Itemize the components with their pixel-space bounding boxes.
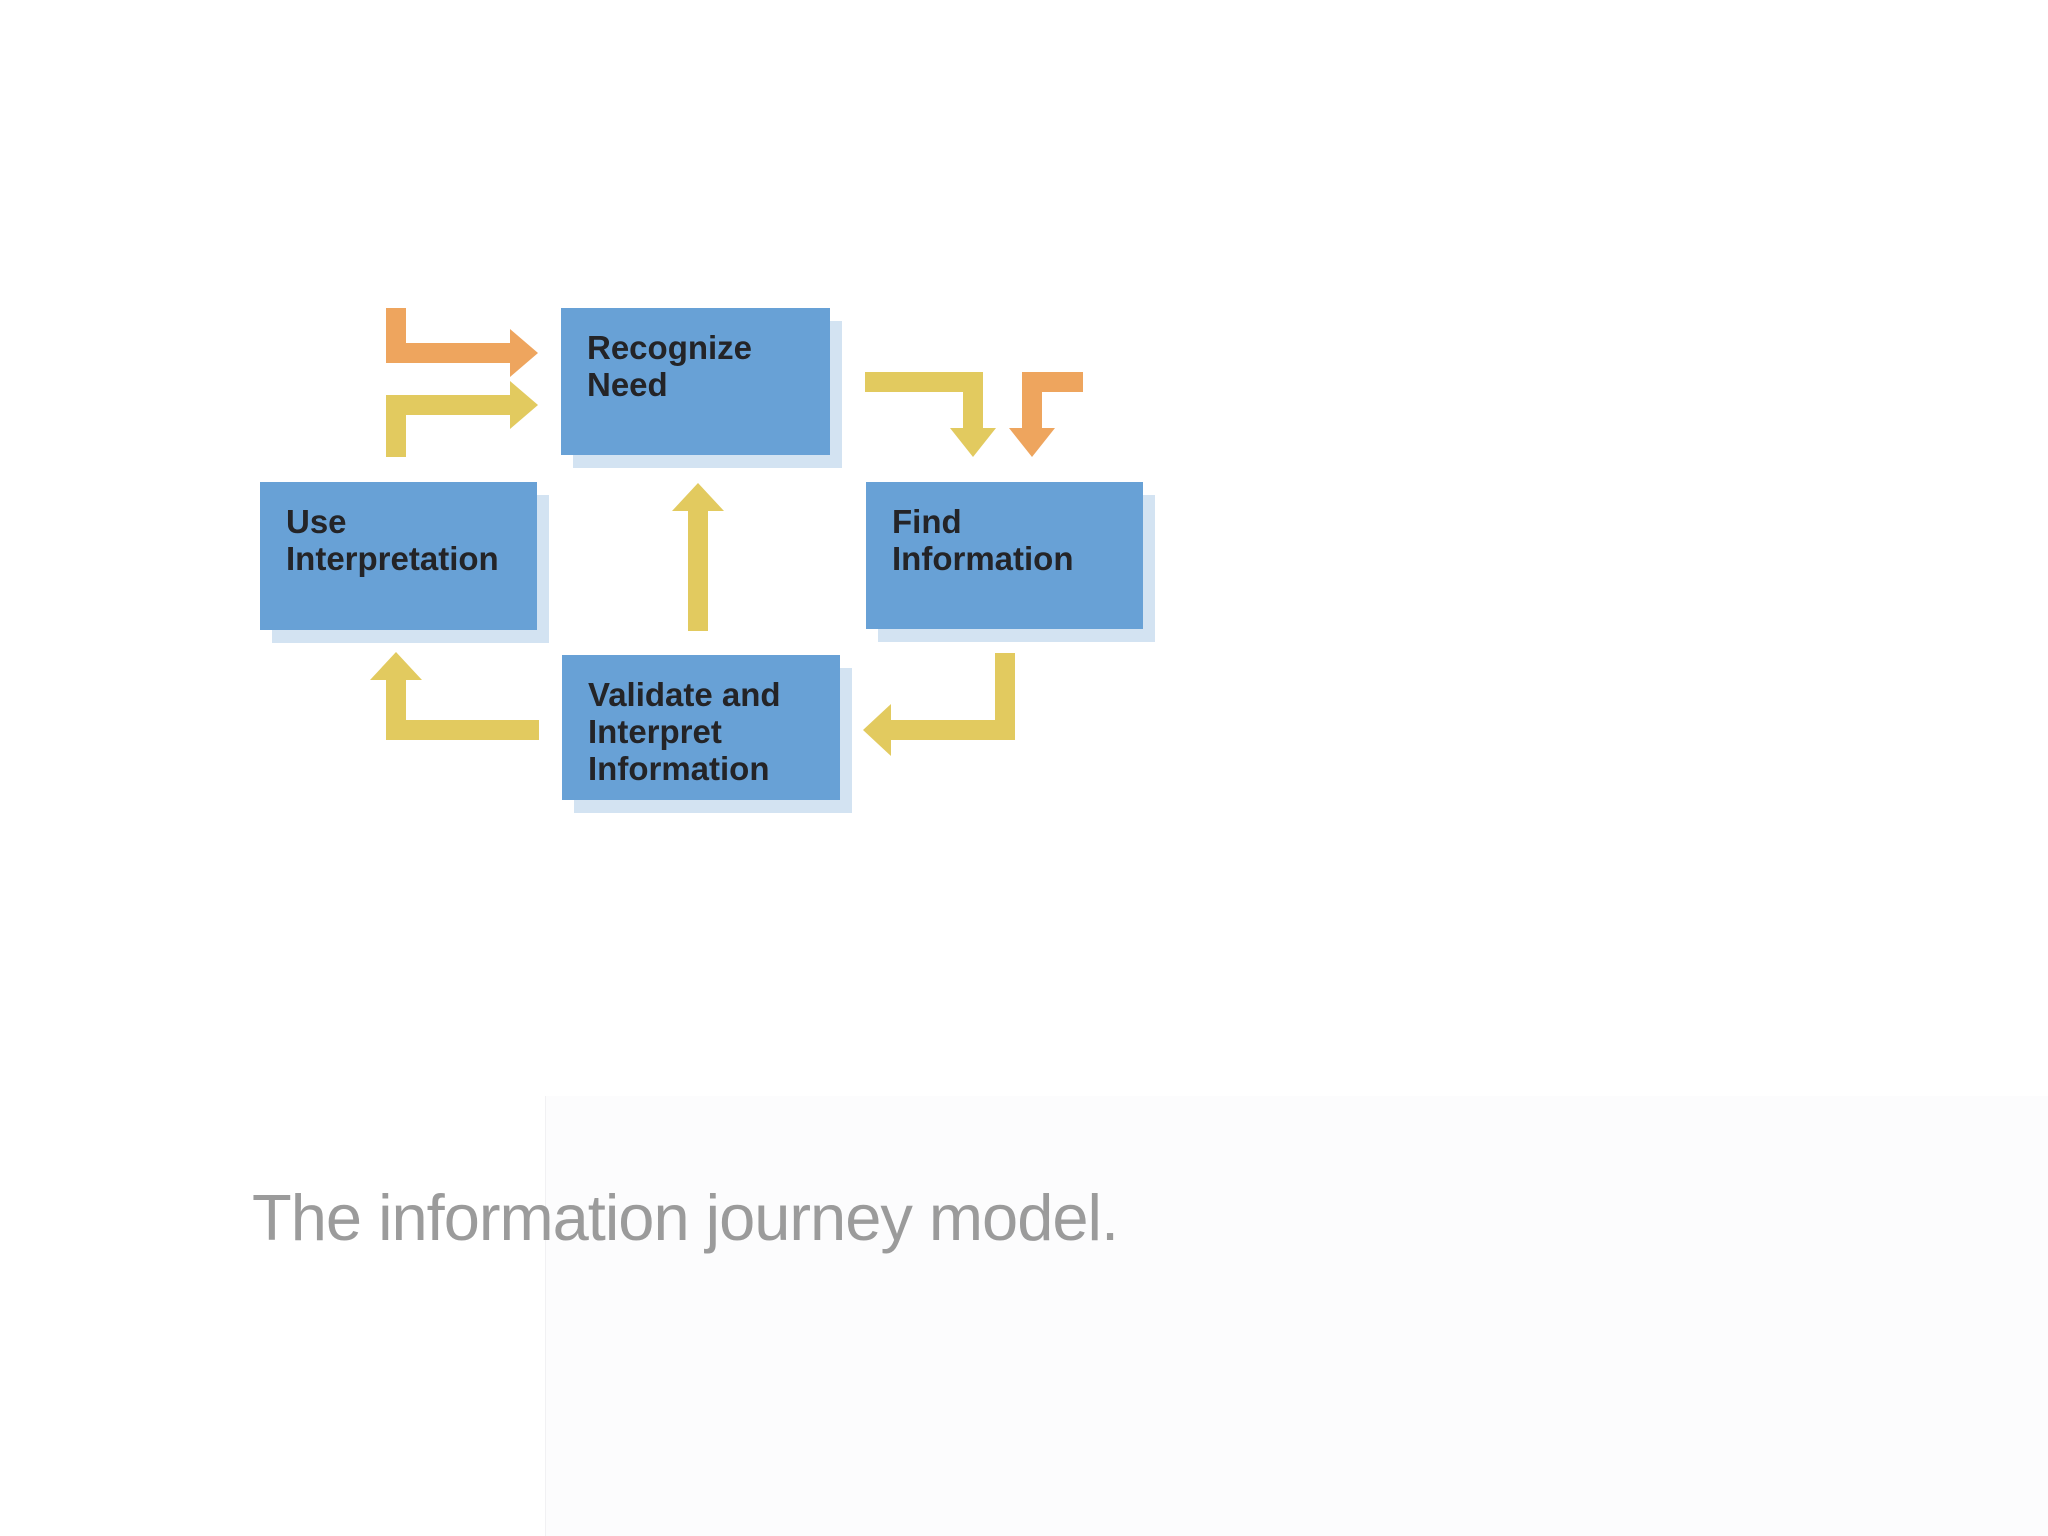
node-label: Find Information bbox=[892, 503, 1074, 577]
node-use-interpretation: Use Interpretation bbox=[260, 482, 537, 630]
arrowhead-right-icon bbox=[510, 381, 538, 429]
node-recognize-need: Recognize Need bbox=[561, 308, 830, 455]
arrowhead-right-icon bbox=[510, 329, 538, 377]
node-label: Use Interpretation bbox=[286, 503, 499, 577]
arrow-segment-horizontal bbox=[891, 720, 1015, 740]
node-label: Recognize Need bbox=[587, 329, 753, 403]
arrow-segment-horizontal bbox=[865, 372, 983, 392]
node-find-information: Find Information bbox=[866, 482, 1143, 629]
arrowhead-up-icon bbox=[672, 483, 724, 511]
arrowhead-left-icon bbox=[863, 704, 891, 756]
node-label: Validate and Interpret Information bbox=[588, 676, 781, 787]
arrow-segment-vertical bbox=[688, 511, 708, 631]
page-edge-shading bbox=[545, 1096, 2048, 1536]
node-validate-interpret-information: Validate and Interpret Information bbox=[562, 655, 840, 800]
arrow-segment-vertical bbox=[995, 653, 1015, 720]
arrow-segment-vertical bbox=[963, 392, 983, 428]
figure-caption: The information journey model. bbox=[252, 1181, 1119, 1254]
arrow-segment-vertical bbox=[1022, 392, 1042, 428]
arrow-segment-horizontal bbox=[1022, 372, 1083, 392]
arrow-segment-horizontal bbox=[406, 720, 539, 740]
arrow-segment-horizontal bbox=[386, 343, 510, 363]
arrowhead-down-icon bbox=[1009, 428, 1055, 457]
arrow-segment-horizontal bbox=[386, 395, 510, 415]
arrowhead-down-icon bbox=[950, 428, 996, 457]
arrow-segment-vertical bbox=[386, 415, 406, 457]
arrow-segment-vertical bbox=[386, 680, 406, 740]
arrowhead-up-icon bbox=[370, 652, 422, 680]
